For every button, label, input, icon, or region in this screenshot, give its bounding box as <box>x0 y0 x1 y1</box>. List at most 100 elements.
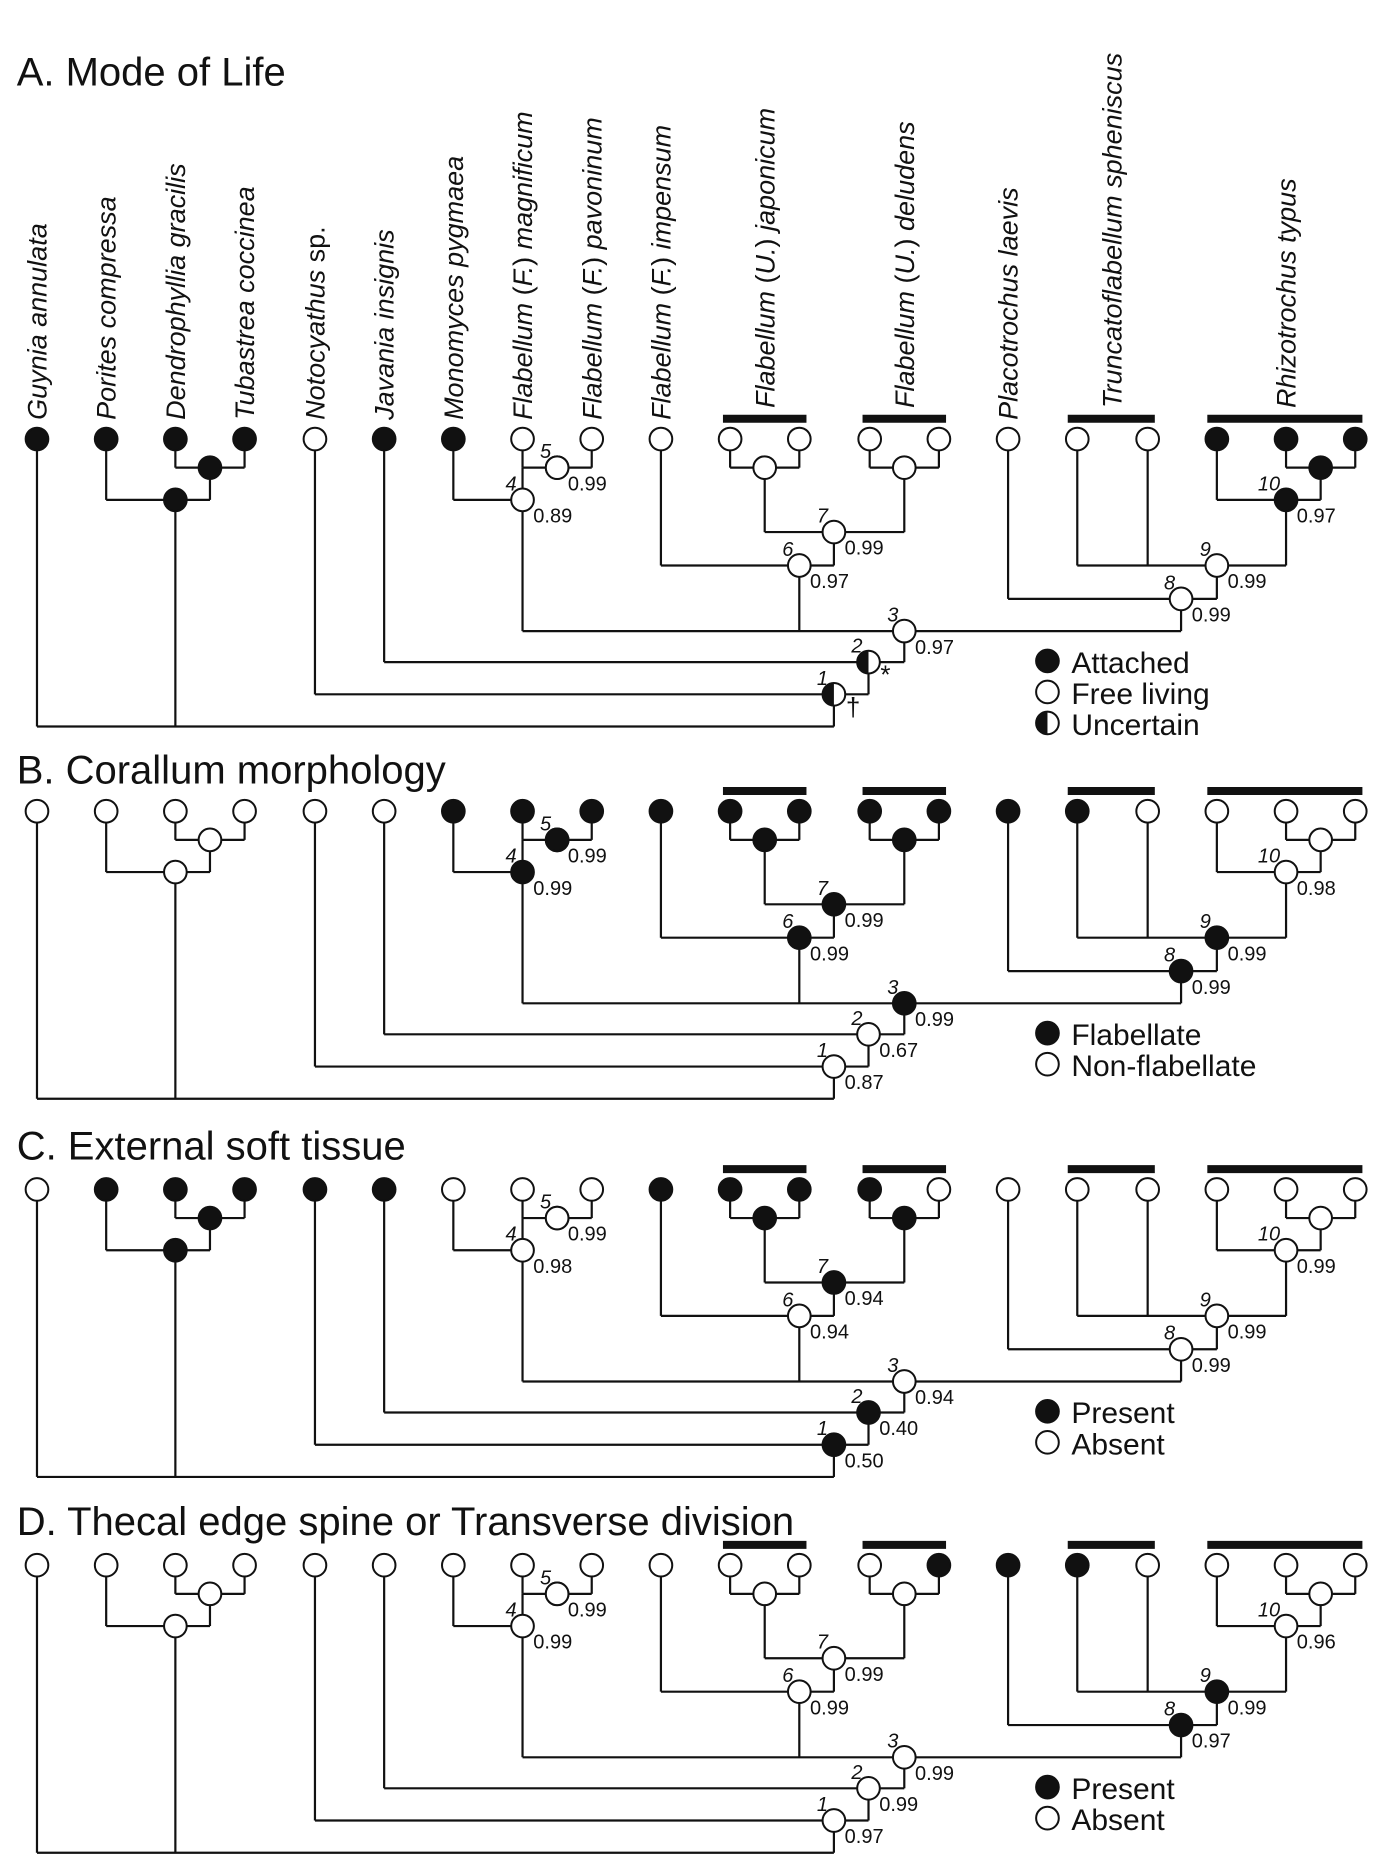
node-number: 5 <box>540 441 552 463</box>
tip-state-marker <box>717 1552 743 1578</box>
posterior-probability: 0.97 <box>1192 1731 1231 1753</box>
posterior-probability: 0.94 <box>810 1322 849 1344</box>
node-number: 8 <box>1164 1323 1175 1345</box>
node-n6-state <box>786 553 812 578</box>
node-number: 4 <box>505 1600 516 1622</box>
tip-state-marker <box>1135 1177 1160 1202</box>
tip-state-marker <box>786 1552 812 1578</box>
node-n10-state <box>1273 487 1299 513</box>
node-jap-state <box>752 827 778 853</box>
node-n4-state <box>510 487 535 513</box>
tip-state-marker <box>441 1552 466 1578</box>
node-number: 3 <box>887 605 898 627</box>
legend-marker <box>1035 679 1060 705</box>
node-number: 6 <box>782 911 794 933</box>
node-n8-state <box>1168 958 1194 984</box>
node-n7-state <box>821 519 847 545</box>
node-number: 10 <box>1258 1600 1280 1622</box>
node-n1-state <box>821 1054 847 1079</box>
posterior-probability: 0.97 <box>915 637 954 659</box>
node-n10-state <box>1273 859 1299 885</box>
tip-state-marker <box>371 1177 397 1202</box>
tip-state-marker <box>1273 1177 1299 1202</box>
tip-state-marker <box>648 798 674 824</box>
tip-state-marker <box>163 1177 188 1202</box>
tip-state-marker <box>786 1177 812 1202</box>
legend-label: Attached <box>1071 647 1189 680</box>
tip-state-marker <box>232 1177 257 1202</box>
tip-state-marker <box>1135 1552 1160 1578</box>
node-n5-state <box>544 455 570 480</box>
tip-state-marker <box>648 1552 674 1578</box>
tip-state-marker <box>441 1177 466 1202</box>
tip-state-marker <box>1064 798 1090 824</box>
tip-state-marker <box>510 426 535 452</box>
tip-state-marker <box>926 1177 952 1202</box>
tip-state-marker <box>579 1177 605 1202</box>
posterior-probability: 0.67 <box>879 1040 918 1062</box>
node-n9-state <box>1204 553 1230 578</box>
legend-label: Present <box>1071 1397 1175 1430</box>
posterior-probability: 0.94 <box>915 1387 954 1409</box>
node-number: 7 <box>817 1256 829 1278</box>
legend-marker <box>1035 1805 1060 1831</box>
node-n1-state <box>821 1432 847 1458</box>
tip-state-marker <box>579 426 605 452</box>
node-n4-state <box>510 859 535 885</box>
node-number: 9 <box>1200 1289 1211 1311</box>
tip-state-marker <box>995 1552 1021 1578</box>
node-n2-state-half <box>857 650 869 674</box>
posterior-probability: 0.99 <box>810 1697 849 1719</box>
tip-state-marker <box>163 798 188 824</box>
posterior-probability: 0.99 <box>533 1632 572 1654</box>
tip-state-marker <box>1273 1552 1299 1578</box>
posterior-probability: 0.99 <box>915 1763 954 1785</box>
node-dendro_tuba-state <box>197 1581 223 1607</box>
posterior-probability: 0.99 <box>845 1664 884 1686</box>
node-number: 4 <box>505 473 516 495</box>
node-number: 8 <box>1164 1699 1175 1721</box>
tip-state-marker <box>995 1177 1021 1202</box>
tip-state-marker <box>1342 426 1368 452</box>
posterior-probability: 0.99 <box>568 846 607 868</box>
node-number: 7 <box>817 1632 829 1654</box>
posterior-probability: 0.99 <box>1228 571 1267 593</box>
posterior-probability: 0.99 <box>1228 943 1267 965</box>
tip-state-marker <box>24 798 50 824</box>
posterior-probability: 0.99 <box>1228 1697 1267 1719</box>
node-n3-state <box>891 1744 917 1770</box>
legend-marker <box>1035 1430 1060 1455</box>
node-number: 2 <box>850 1386 862 1408</box>
node-n4-state <box>510 1237 535 1263</box>
node-number: 8 <box>1164 572 1175 594</box>
tip-state-marker <box>93 1552 119 1578</box>
node-del-state <box>891 1581 917 1607</box>
tip-state-marker <box>995 798 1021 824</box>
tip-state-marker <box>232 798 257 824</box>
tip-state-marker <box>717 1177 743 1202</box>
taxon-label: Dendrophyllia gracilis <box>161 163 191 420</box>
node-jap-state <box>752 1581 778 1607</box>
node-rh-state <box>1308 1205 1333 1231</box>
taxon-label: Flabellum (F.) magnificum <box>508 111 538 420</box>
node-number: 9 <box>1200 911 1211 933</box>
node-number: 4 <box>505 846 516 868</box>
tip-state-marker <box>510 798 535 824</box>
taxon-label: Rhizotrochus typus <box>1272 178 1302 408</box>
node-number: 7 <box>817 878 829 900</box>
node-rh-state <box>1308 1581 1333 1607</box>
node-number: 3 <box>887 1355 898 1377</box>
panel-d: D. Thecal edge spine or Transverse divis… <box>17 1500 1368 1854</box>
tip-state-marker <box>93 798 119 824</box>
node-n9-state <box>1204 1303 1230 1329</box>
node-mark: † <box>846 692 860 722</box>
legend-marker-half <box>1036 711 1048 735</box>
panel-b: B. Corallum morphology10.8720.6730.9940.… <box>17 748 1368 1100</box>
posterior-probability: 0.99 <box>1192 605 1231 627</box>
posterior-probability: 0.94 <box>845 1288 884 1310</box>
node-number: 5 <box>540 1192 552 1214</box>
taxon-label: Porites compressa <box>92 196 122 420</box>
node-number: 8 <box>1164 945 1175 967</box>
node-n2-state <box>856 1775 881 1801</box>
